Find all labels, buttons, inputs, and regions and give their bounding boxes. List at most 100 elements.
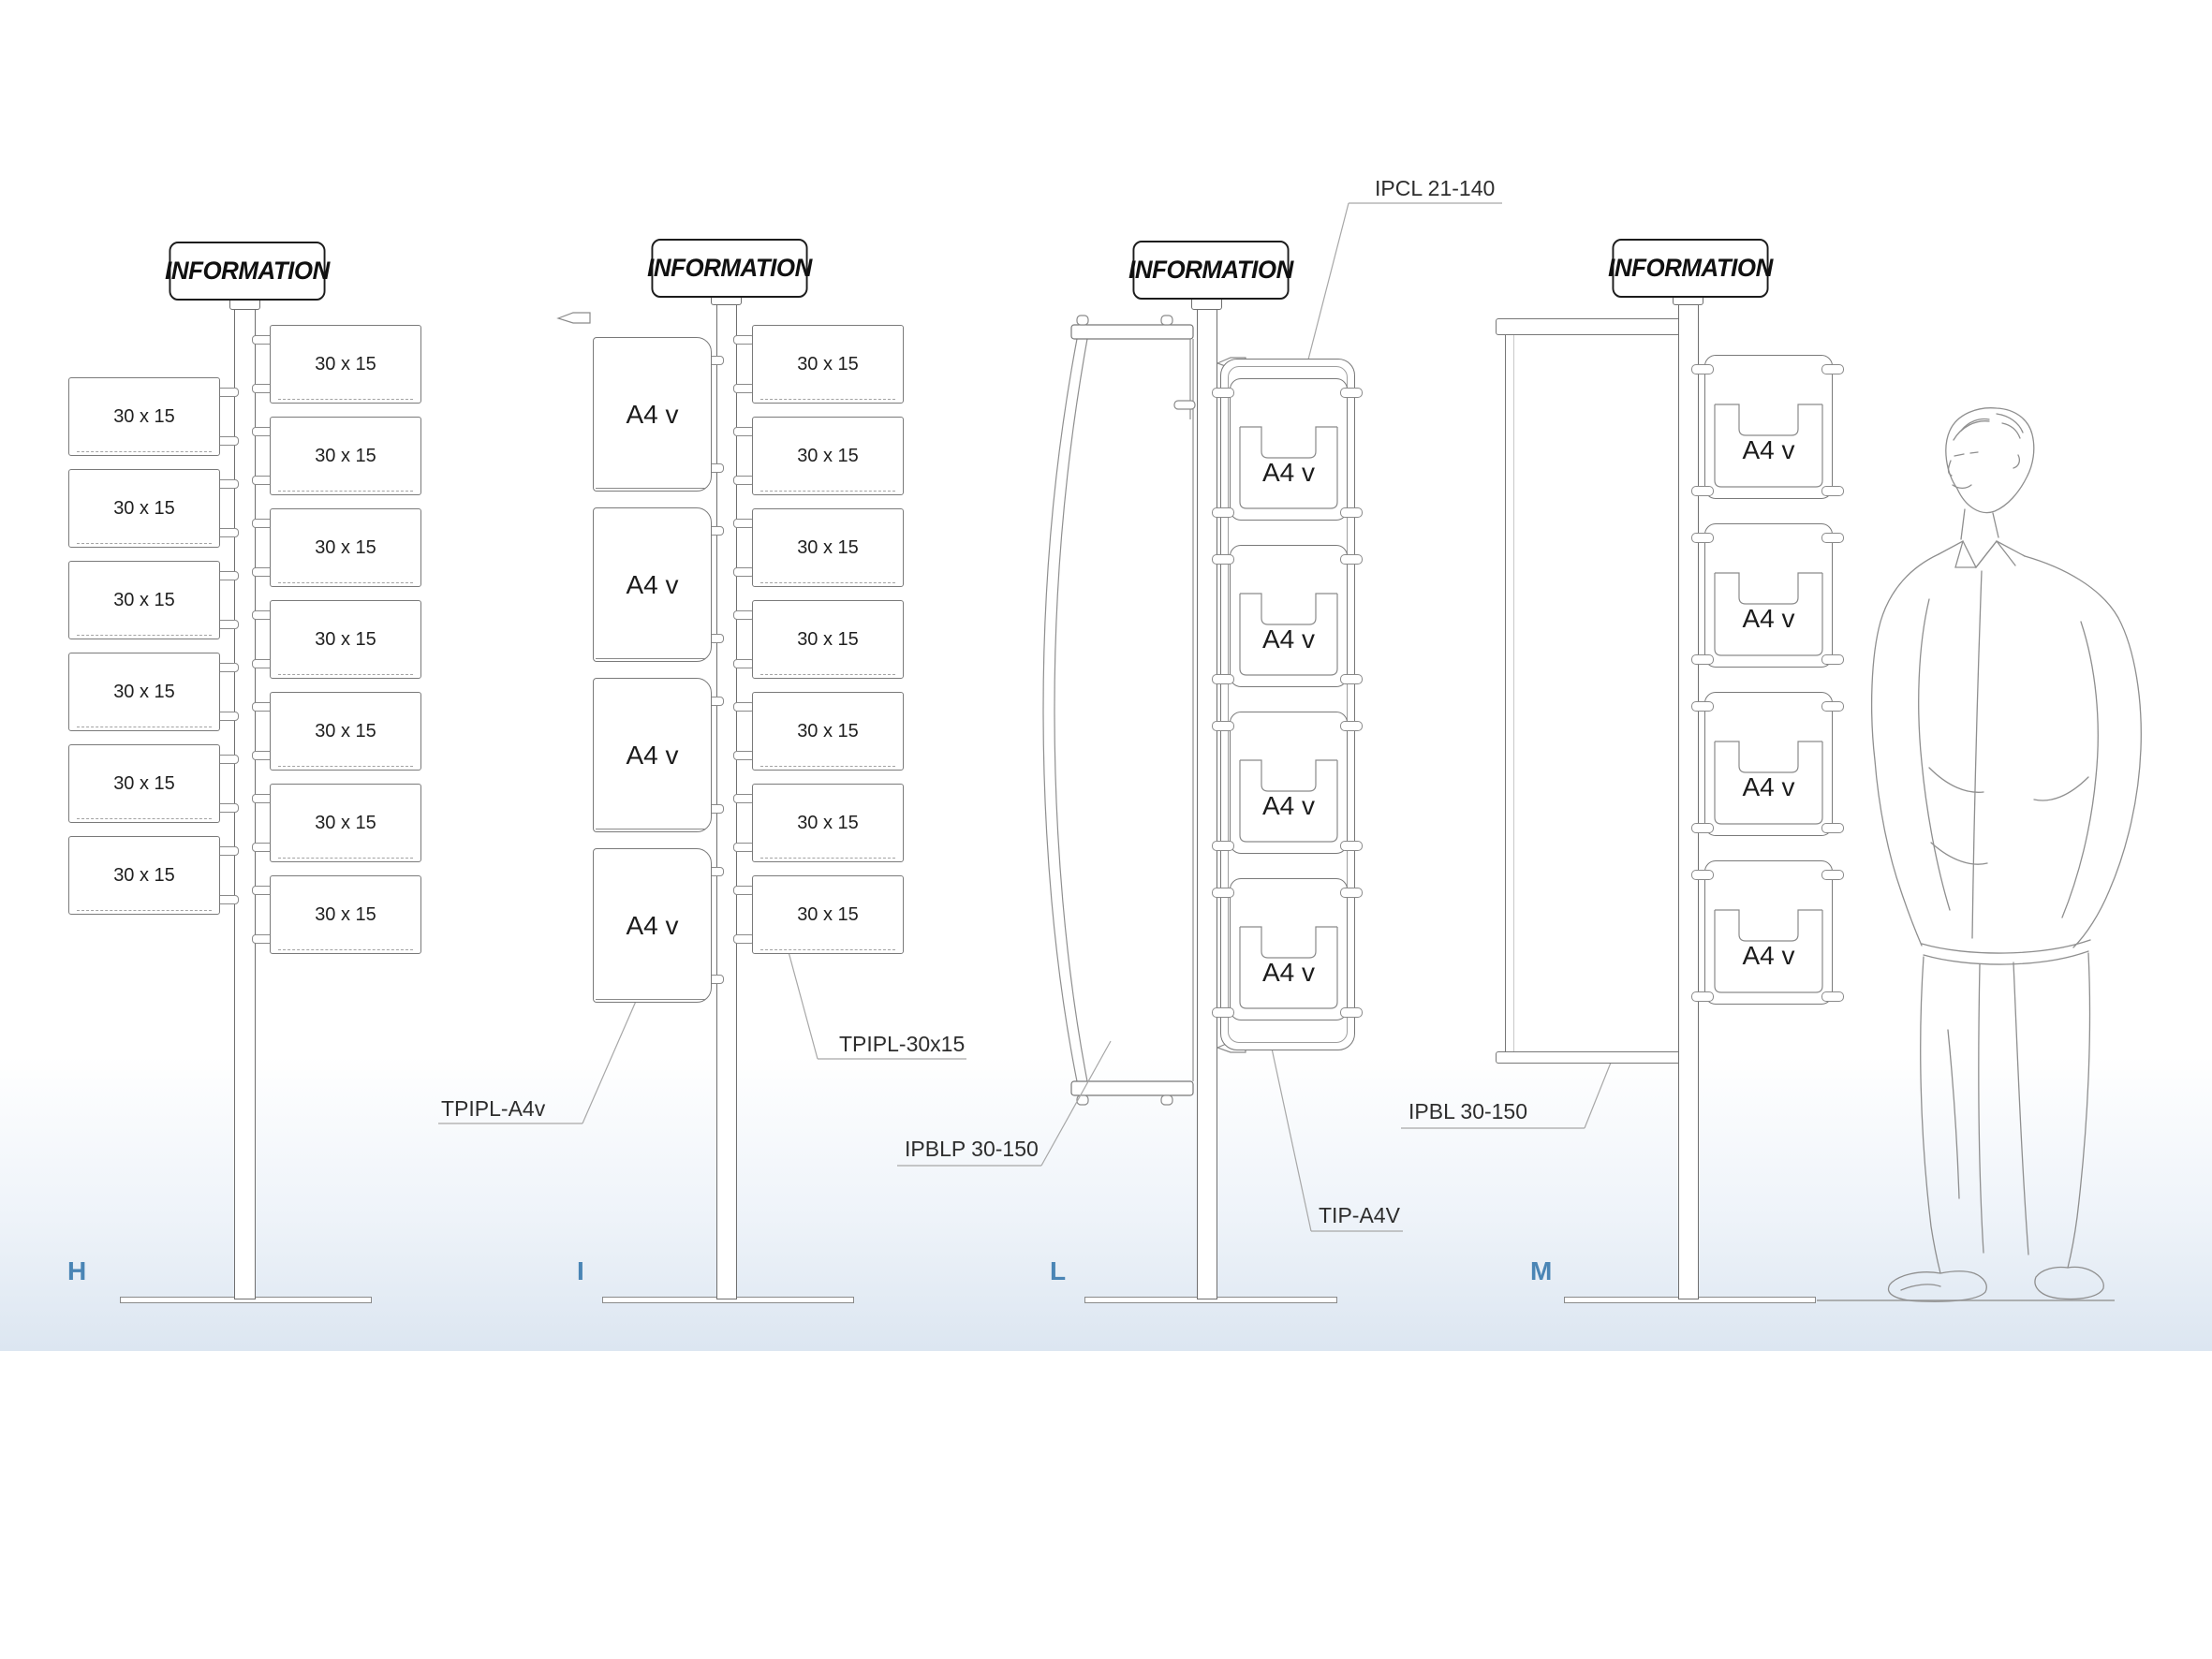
info-plate-30x15: 30 x 15 bbox=[270, 784, 421, 862]
a4-pocket-holder: A4 v bbox=[1230, 712, 1348, 854]
floor-gradient-band bbox=[0, 1056, 2212, 1351]
section-letter-i: I bbox=[577, 1256, 584, 1285]
pocket-front-line bbox=[1239, 593, 1338, 676]
mount-pin bbox=[1340, 507, 1363, 518]
pocket-front-line bbox=[1714, 404, 1823, 488]
section-letter-l: L bbox=[1050, 1256, 1067, 1285]
pocket-front-line bbox=[1714, 572, 1823, 656]
pocket-label: A4 v bbox=[1742, 772, 1795, 802]
mount-pin bbox=[1340, 674, 1363, 684]
section-letter-m: M bbox=[1530, 1256, 1553, 1285]
mount-pin bbox=[1821, 701, 1844, 712]
info-plate-30x15: 30 x 15 bbox=[752, 875, 904, 954]
info-plate-30x15: 30 x 15 bbox=[752, 325, 904, 404]
mount-pin bbox=[1691, 364, 1714, 374]
mount-pin bbox=[1691, 823, 1714, 833]
info-plate-30x15: 30 x 15 bbox=[270, 875, 421, 954]
a4-pocket-holder: A4 v bbox=[1704, 692, 1833, 836]
flat-panel-top-cap bbox=[1496, 318, 1688, 335]
a4-pocket-flat: A4 v bbox=[593, 678, 712, 832]
mount-pin bbox=[1212, 1007, 1234, 1018]
label-tip-a4v: TIP-A4V bbox=[1319, 1203, 1400, 1227]
curved-panel-ipblp bbox=[1042, 315, 1196, 1106]
a4-pocket-holder: A4 v bbox=[1230, 878, 1348, 1020]
pocket-front-line bbox=[1714, 741, 1823, 825]
a4-pocket-holder: A4 v bbox=[1704, 523, 1833, 668]
pocket-label: A4 v bbox=[1742, 435, 1795, 465]
info-plate-30x15: 30 x 15 bbox=[270, 325, 421, 404]
pole-l bbox=[1197, 309, 1217, 1299]
info-plate-30x15: 30 x 15 bbox=[68, 744, 220, 823]
a4-pocket-holder: A4 v bbox=[1230, 545, 1348, 687]
mount-pin bbox=[1691, 533, 1714, 543]
info-plate-30x15: 30 x 15 bbox=[270, 692, 421, 771]
info-plate-30x15: 30 x 15 bbox=[752, 784, 904, 862]
label-tpipl-a4v: TPIPL-A4v bbox=[441, 1096, 546, 1121]
info-plate-30x15: 30 x 15 bbox=[752, 508, 904, 587]
mount-pin bbox=[1691, 870, 1714, 880]
info-plate-30x15: 30 x 15 bbox=[68, 653, 220, 731]
mount-pin bbox=[1821, 364, 1844, 374]
label-ipbl-30-150: IPBL 30-150 bbox=[1408, 1099, 1528, 1123]
section-letter-h: H bbox=[67, 1256, 87, 1285]
a4-pocket-holder: A4 v bbox=[1704, 355, 1833, 499]
mount-pin bbox=[1212, 841, 1234, 851]
a4-pocket-flat: A4 v bbox=[593, 337, 712, 492]
pocket-label: A4 v bbox=[1261, 791, 1316, 820]
mount-pin bbox=[1340, 388, 1363, 398]
mount-pin bbox=[1340, 888, 1363, 898]
mount-pin bbox=[1212, 674, 1234, 684]
pocket-label: A4 v bbox=[1742, 941, 1795, 971]
label-tpipl-30x15: TPIPL-30x15 bbox=[839, 1032, 966, 1056]
mount-pin bbox=[1212, 888, 1234, 898]
info-plate-30x15: 30 x 15 bbox=[68, 836, 220, 915]
mount-pin bbox=[1212, 507, 1234, 518]
pocket-front-line bbox=[1239, 426, 1338, 509]
flat-panel-ipbl bbox=[1505, 334, 1679, 1053]
flat-panel-bottom-cap bbox=[1496, 1051, 1688, 1064]
pocket-front-line bbox=[1239, 926, 1338, 1009]
mount-pin bbox=[1691, 486, 1714, 496]
information-sign-h: INFORMATION bbox=[165, 242, 330, 301]
info-plate-30x15: 30 x 15 bbox=[270, 417, 421, 495]
mount-pin bbox=[1212, 554, 1234, 565]
info-plate-30x15: 30 x 15 bbox=[270, 600, 421, 679]
mount-pin bbox=[1691, 991, 1714, 1002]
mount-pin bbox=[1340, 554, 1363, 565]
pocket-label: A4 v bbox=[1261, 624, 1316, 653]
mount-pin bbox=[1212, 388, 1234, 398]
mount-pin bbox=[1821, 486, 1844, 496]
info-plate-30x15: 30 x 15 bbox=[68, 377, 220, 456]
a4-pocket-flat: A4 v bbox=[593, 848, 712, 1003]
info-plate-30x15: 30 x 15 bbox=[68, 469, 220, 548]
a4-pocket-holder: A4 v bbox=[1704, 860, 1833, 1005]
pocket-front-line bbox=[1239, 759, 1338, 843]
a4-pocket-flat: A4 v bbox=[593, 507, 712, 662]
pocket-label: A4 v bbox=[1742, 604, 1795, 634]
mount-pin bbox=[1340, 841, 1363, 851]
info-plate-30x15: 30 x 15 bbox=[752, 692, 904, 771]
information-sign-l: INFORMATION bbox=[1128, 241, 1293, 300]
mount-pin bbox=[1691, 654, 1714, 665]
mount-pin bbox=[1340, 1007, 1363, 1018]
mount-pin bbox=[1821, 823, 1844, 833]
pocket-label: A4 v bbox=[1261, 958, 1316, 987]
mount-pin bbox=[1340, 721, 1363, 731]
label-ipblp-30-150: IPBLP 30-150 bbox=[905, 1137, 1039, 1161]
label-ipcl-21-140: IPCL 21-140 bbox=[1375, 176, 1496, 200]
a4-pocket-holder: A4 v bbox=[1230, 378, 1348, 521]
mount-pin bbox=[1821, 654, 1844, 665]
info-plate-30x15: 30 x 15 bbox=[270, 508, 421, 587]
mount-pin bbox=[1821, 870, 1844, 880]
info-plate-30x15: 30 x 15 bbox=[752, 600, 904, 679]
info-plate-30x15: 30 x 15 bbox=[68, 561, 220, 639]
mount-pin bbox=[1691, 701, 1714, 712]
pocket-front-line bbox=[1714, 909, 1823, 993]
information-sign-i: INFORMATION bbox=[647, 239, 812, 298]
mount-pin bbox=[1212, 721, 1234, 731]
mount-pin bbox=[1821, 991, 1844, 1002]
pocket-label: A4 v bbox=[1261, 458, 1316, 487]
information-sign-m: INFORMATION bbox=[1608, 239, 1773, 298]
pole-m bbox=[1678, 304, 1699, 1299]
